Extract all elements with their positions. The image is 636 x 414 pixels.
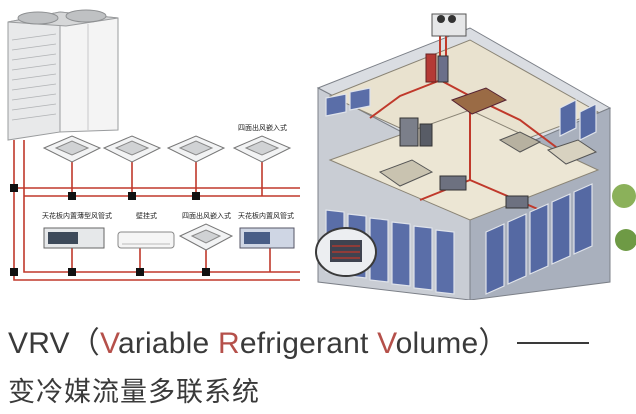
branch-joints xyxy=(10,184,210,276)
vrv-diagram-figure: 四面出风嵌入式 天花板内置薄型风管式 壁挂式 四面出风嵌入式 xyxy=(7,9,636,300)
trees xyxy=(612,184,636,251)
cassette-units-top: 四面出风嵌入式 xyxy=(42,123,292,163)
caption-r-rest: efrigerant xyxy=(239,327,378,360)
caption-dash-rule xyxy=(516,342,589,345)
caption-r-letter: R xyxy=(217,327,240,360)
label-four-way-cassette-top: 四面出风嵌入式 xyxy=(238,123,287,132)
wall-mounted-unit-icon xyxy=(117,231,175,249)
caption-suffix: ） xyxy=(478,327,509,360)
cassette-unit-icon xyxy=(102,135,162,163)
cassette-unit-icon xyxy=(166,135,226,163)
indoor-units-bottom: 天花板内置薄型风管式 壁挂式 四面出风嵌入式 天花板内置风管式 xyxy=(42,211,295,251)
caption-subtitle: 变冷媒流量多联系统 xyxy=(8,377,260,408)
vrv-schematic: 四面出风嵌入式 天花板内置薄型风管式 壁挂式 四面出风嵌入式 xyxy=(7,9,300,281)
caption-title: VRV（Variable Refrigerant Volume） xyxy=(8,318,628,362)
refrigerant-piping xyxy=(13,140,300,281)
ceiling-duct-unit-icon xyxy=(43,227,105,249)
caption-v-rest: ariable xyxy=(117,327,218,360)
windows-left-wall xyxy=(325,87,455,295)
cassette-unit-icon xyxy=(232,135,292,163)
caption-prefix: VRV（ xyxy=(8,327,100,360)
caption-vol-rest: olume xyxy=(395,327,479,360)
building-cutaway xyxy=(315,13,636,300)
cassette-unit-icon xyxy=(178,223,234,251)
caption-v-letter: V xyxy=(99,327,118,360)
label-ceiling-duct: 天花板内置薄型风管式 xyxy=(42,211,112,220)
label-wall-mounted: 壁挂式 xyxy=(136,211,157,220)
caption-vol-letter: V xyxy=(377,327,396,360)
office-furniture xyxy=(378,87,598,209)
label-four-way-cassette-bottom: 四面出风嵌入式 xyxy=(182,211,231,220)
label-ceiling-concealed-duct: 天花板内置风管式 xyxy=(238,211,294,220)
duct-detail-inset xyxy=(315,227,377,277)
concealed-duct-unit-icon xyxy=(239,227,295,249)
windows-right-wall xyxy=(485,99,597,295)
rooftop-unit-icon xyxy=(431,13,467,37)
outdoor-unit-icon xyxy=(7,9,119,141)
cassette-unit-icon xyxy=(42,135,102,163)
